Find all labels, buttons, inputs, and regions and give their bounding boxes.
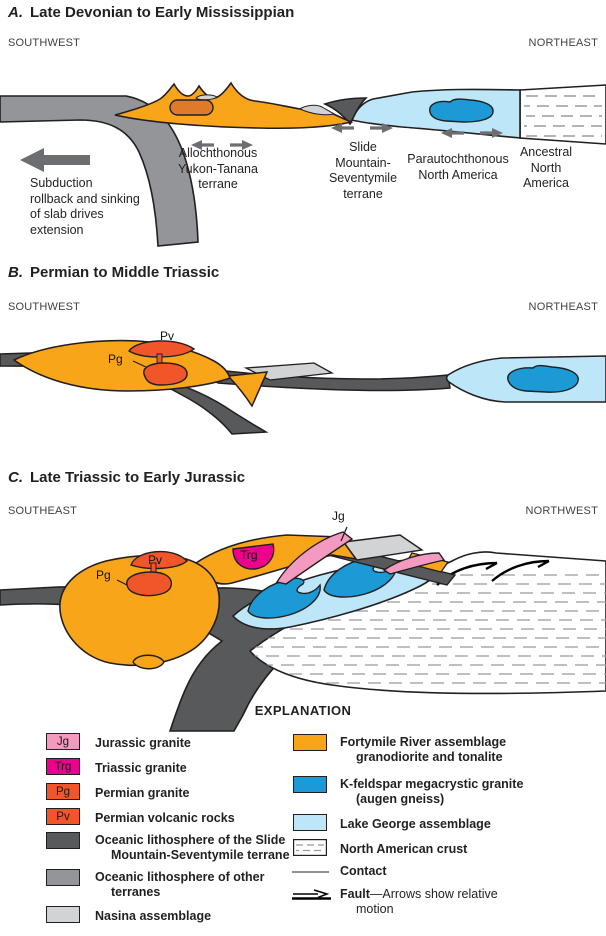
legend-label-permian-granite: Permian granite [95,786,190,800]
pg-label-b: Pg [108,352,123,366]
trg-label-c: Trg [240,548,258,562]
panel-c-title: C.Late Triassic to Early Jurassic [8,469,246,486]
legend-label-other-lithosphere: Oceanic lithosphere of other terranes [95,870,265,899]
panel-b-letter: B. [8,264,23,281]
panel-a-diagram [0,81,606,247]
jg-label-c: Jg [332,509,345,523]
legend-label-lake-george: Lake George assemblage [340,817,491,831]
legend-swatch-jg: Jg [46,733,80,750]
slide-mountain-wedge [322,97,368,126]
panel-a-letter: A. [8,4,23,21]
legend-swatch-lake-george [293,814,327,831]
fault-label-rest: —Arrows show relative motion [356,887,498,916]
legend-symbol-fault [292,889,331,900]
extension-arrows-yukon [191,140,253,150]
slide-mountain-label: Slide Mountain- Seventymile terrane [328,140,398,201]
legend-label-permian-volcanics: Permian volcanic rocks [95,811,235,825]
megacrystic-granite-blob-b [507,364,579,393]
ancestral-label: Ancestral North America [519,145,573,190]
permian-granite-blob-c [126,571,173,597]
legend-label-nasina: Nasina assemblage [95,909,212,923]
fortymile-lobe-below [132,654,165,670]
parautochthonous-label: Parautochthonous North America [407,152,509,182]
crust-dash-pattern [524,95,602,137]
legend-label-fortymile: Fortymile River assemblage granodiorite … [340,735,507,764]
legend-label-contact: Contact [340,864,387,878]
panel-b-title: B.Permian to Middle Triassic [8,264,220,281]
legend-symbol-contact [292,871,329,873]
panel-b-direction-left: SOUTHWEST [8,301,81,313]
panel-c-direction-left: SOUTHEAST [8,505,78,517]
subduction-note: Subduction rollback and sinking of slab … [30,176,140,237]
legend-symbol-pg: Pg [55,785,71,798]
legend-label-megacrystic: K-feldspar megacrystic granite (augen gn… [340,777,524,806]
permian-volcanics-cap-c [130,550,189,570]
pv-label-c: Pv [148,553,163,567]
jurassic-granite-sliver-1 [275,531,354,585]
ancestral-north-america-crust [519,84,606,145]
legend-label-fault: Fault—Arrows show relative motion [340,887,536,917]
oceanic-lithosphere-other-slab [0,95,199,247]
legend-swatch-trg: Trg [46,758,80,775]
pg-leader-line-c [116,579,128,586]
legend-label-jurassic-granite: Jurassic granite [95,736,191,750]
legend-swatch-nasina [46,906,80,923]
legend-swatch-fortymile [293,734,327,751]
panel-b-direction-right: NORTHEAST [528,301,598,313]
permian-volcanics-cap [127,340,196,358]
panel-b-diagram [0,339,606,435]
orange-wedge [226,371,269,408]
legend-swatch-na-crust [293,839,327,856]
legend-symbol-jg: Jg [56,735,70,748]
panel-c-diagram [0,526,606,732]
legend-label-slide-mountain-lithosphere: Oceanic lithosphere of the Slide Mountai… [95,833,290,862]
megacrystic-granite-blob [429,98,494,123]
jg-leader-line [340,526,348,542]
yukon-tanana-label: Allochthonous Yukon-Tanana terrane [178,146,258,191]
pg-leader-line [132,360,147,368]
legend-swatch-pg: Pg [46,783,80,800]
panel-c-letter: C. [8,469,23,486]
pv-label-b: Pv [160,329,175,343]
panel-a-direction-right: NORTHEAST [528,37,598,49]
fault-label-bold: Fault [340,887,370,901]
legend-symbol-trg: Trg [54,760,72,773]
jurassic-granite-sliver-2 [382,552,446,575]
panel-c-direction-right: NORTHWEST [525,505,598,517]
granodiorite-blob [169,99,214,116]
legend-swatch-other-lithosphere [46,869,80,886]
legend-swatch-megacrystic [293,776,327,793]
explanation-heading: EXPLANATION [254,703,352,718]
panel-a-direction-left: SOUTHWEST [8,37,81,49]
yukon-tanana-terrane-body [114,81,354,130]
legend-swatch-slide-mountain-lithosphere [46,832,80,849]
legend-symbol-pv: Pv [56,810,70,823]
legend-label-triassic-granite: Triassic granite [95,761,187,775]
nasina-patch-1 [195,94,218,101]
extension-arrows-slide [331,123,393,133]
panel-a-title: A.Late Devonian to Early Mississippian [8,4,295,21]
legend-label-na-crust: North American crust [340,842,468,856]
pg-label-c: Pg [96,568,111,582]
subduction-rollback-arrow [20,148,90,172]
fortymile-body-c [59,554,221,667]
triassic-granite-disc [232,543,275,570]
nasina-patch-2 [298,104,336,116]
extension-arrows-parautochthonous [441,128,503,138]
permian-granite-blob [143,362,188,386]
legend-swatch-pv: Pv [46,808,80,825]
